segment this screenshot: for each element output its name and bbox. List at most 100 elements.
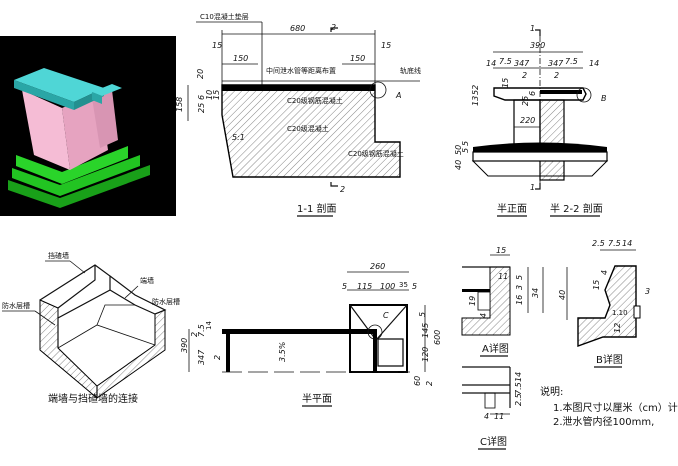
footing — [472, 151, 608, 162]
label-waterproof-left: 防水层槽 — [2, 301, 30, 310]
dim-half-left: 2 — [522, 71, 527, 80]
pier-section — [539, 99, 565, 181]
dim-40: 40 — [454, 160, 463, 170]
dim-150-right: 150 — [350, 54, 365, 63]
dim-347-plan: 347 — [197, 349, 206, 365]
wing-roof — [92, 84, 122, 96]
dim-14-plan: 14 — [205, 321, 213, 330]
section-1-1-title: 1-1 剖面 — [297, 202, 337, 215]
dim-a-3: 3 — [515, 285, 524, 290]
dim-260: 260 — [370, 262, 385, 271]
dim-v2: 2 — [425, 381, 434, 386]
step-3 — [8, 165, 150, 208]
note-1: 1.本图尺寸以厘米（cm）计; — [553, 401, 678, 414]
dim-680: 680 — [290, 24, 305, 33]
notes: 说明: 1.本图尺寸以厘米（cm）计; 2.泄水管内径100mm, — [540, 385, 678, 428]
section-2-2-title: 半 2-2 剖面 — [550, 202, 603, 215]
dim-13: 13 — [471, 96, 480, 106]
detail-b-callout: B — [601, 94, 607, 103]
dim-b-12: 12 — [613, 323, 622, 333]
dim-2-plan-b: 2 — [213, 355, 222, 360]
dim-b-2-5: 2.5 — [592, 239, 605, 248]
step-1 — [16, 146, 128, 184]
dim-50: 50 — [454, 145, 463, 155]
detail-c-title: C详图 — [480, 435, 507, 448]
dim-c-11: 11 — [494, 412, 504, 421]
label-ballast-wall: 挡碴墙 — [48, 251, 69, 260]
dim-145: 145 — [421, 323, 430, 338]
label-cushion: C10混凝土垫层 — [200, 12, 249, 21]
dim-25-cap: 25 — [521, 96, 530, 106]
dim-5-left: 5 — [342, 282, 347, 291]
dim-6: 6 — [197, 95, 206, 100]
dim-b-15: 15 — [592, 280, 601, 290]
pink-wall-front — [22, 90, 70, 170]
dim-a-16: 16 — [515, 295, 524, 305]
dim-20: 20 — [196, 69, 205, 79]
dim-v5: 5 — [418, 312, 427, 317]
section-body — [221, 84, 401, 178]
dim-390: 390 — [530, 41, 545, 50]
iso-connection-view: 挡碴墙 端墙 防水层槽 防水层槽 端墙与挡碴墙的连接 — [2, 251, 180, 405]
section-mark-1-top: 1 — [530, 24, 535, 33]
wing-wall — [92, 90, 118, 148]
half-plan-title: 半平面 — [302, 392, 332, 405]
label-rc-top: C20级钢筋混凝土 — [287, 96, 343, 105]
parapet-plan — [222, 329, 377, 334]
section-mark-1-bottom: 1 — [530, 183, 535, 192]
dim-5-b: 5 — [461, 148, 470, 153]
dim-5-a: 5 — [461, 141, 470, 146]
dim-14-right: 14 — [589, 59, 599, 68]
dim-60: 60 — [413, 376, 422, 386]
label-rc-step: C20级钢筋混凝土 — [348, 149, 404, 158]
roof-top — [14, 68, 104, 102]
dim-347-right: 347 — [548, 59, 564, 68]
dim-6-cap: 6 — [528, 91, 537, 96]
dim-347-left: 347 — [514, 59, 530, 68]
section-mark-bottom: 2 — [340, 185, 345, 194]
dim-14-left: 14 — [486, 59, 496, 68]
dim-b-14: 14 — [622, 239, 632, 248]
iso-wall-hatched — [39, 299, 166, 399]
label-concrete: C20级混凝土 — [287, 124, 329, 133]
dim-15-left: 15 — [212, 41, 222, 50]
detail-b: 2.5 7.5 14 40 15 4 3 12 1.10 B详图 — [558, 239, 650, 368]
dim-115: 115 — [357, 282, 372, 291]
dim-a-4: 4 — [479, 313, 488, 318]
dim-b-40: 40 — [558, 290, 567, 300]
dim-a-5: 5 — [515, 275, 524, 280]
render-3d — [0, 36, 176, 216]
dim-b-7-5: 7.5 — [608, 239, 621, 248]
dim-15: 15 — [212, 90, 221, 100]
dim-10: 10 — [205, 90, 214, 100]
section-1-1: C10混凝土垫层 680 15 15 150 150 中间泄水管等距离布置 轨底… — [175, 12, 421, 217]
step-2 — [12, 155, 140, 196]
detail-b-title: B详图 — [596, 353, 623, 366]
dim-120: 120 — [421, 347, 430, 362]
dim-158: 158 — [175, 97, 184, 112]
dim-5-right: 5 — [412, 282, 417, 291]
dim-100: 100 — [380, 282, 395, 291]
dim-slope: 3.5% — [278, 342, 287, 362]
half-elevation: 1 390 14 7.5 347 347 7.5 14 2 2 220 15 5… — [454, 24, 609, 217]
detail-c-callout: C — [383, 311, 389, 320]
dim-7-5-left: 7.5 — [499, 57, 512, 66]
label-end-wall: 端墙 — [140, 276, 154, 285]
detail-a-title: A详图 — [482, 342, 509, 355]
detail-a: 15 11 19 4 5 3 16 34 A详图 — [461, 246, 544, 357]
half-plan: 260 5 115 100 35 5 3.5% C 5 145 120 600 … — [180, 262, 442, 407]
dim-600: 600 — [433, 330, 442, 345]
dim-a-15: 15 — [496, 246, 506, 255]
wing-roof-edge — [92, 92, 102, 104]
dim-b-1-10: 1.10 — [612, 309, 628, 317]
drain-box — [377, 338, 404, 367]
dim-220: 220 — [520, 116, 535, 125]
dim-7-5-right: 7.5 — [565, 57, 578, 66]
dim-15-cap: 15 — [501, 78, 510, 88]
dim-2-plan: 2 — [190, 332, 199, 337]
note-2: 2.泄水管内径100mm, — [553, 415, 654, 428]
dim-52: 52 — [471, 85, 480, 95]
detail-a-callout: A — [395, 91, 401, 100]
